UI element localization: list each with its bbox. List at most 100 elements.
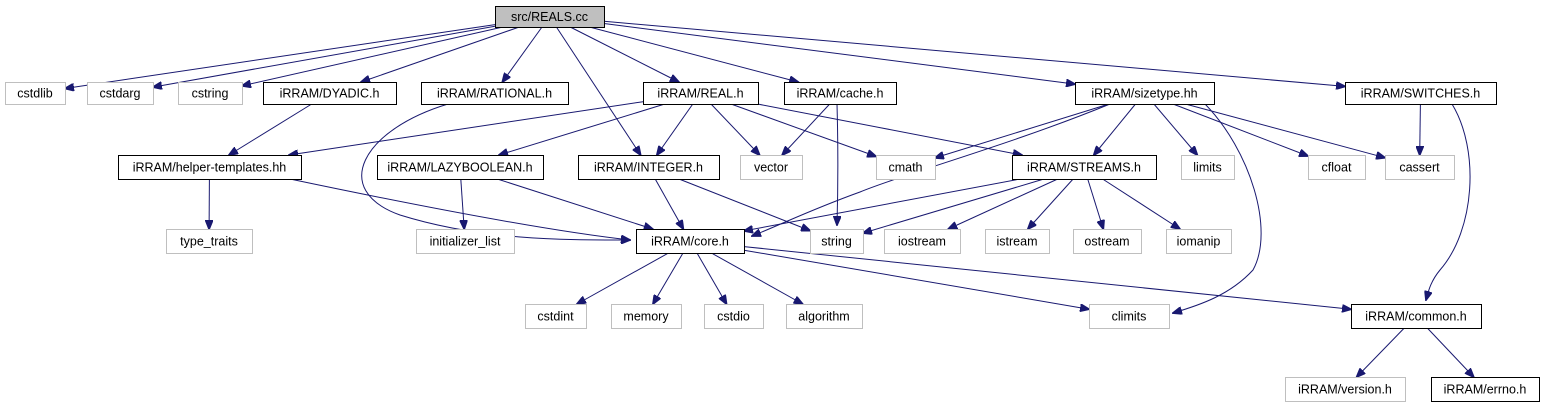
node-initlist: initializer_list [416,229,515,254]
edge-reals-to-rational [502,26,543,82]
node-label-switches: iRRAM/SWITCHES.h [1361,87,1481,101]
node-cassert: cassert [1385,155,1455,180]
node-label-algorithm: algorithm [798,310,849,324]
edge-real-to-integer [657,103,694,155]
edge-sizetype-to-climits [1173,103,1262,313]
edge-sizetype-to-cmath [935,103,1110,158]
node-real[interactable]: iRRAM/REAL.h [643,82,759,105]
edge-reals-to-cstdarg [153,25,496,87]
node-box-cstdint [525,304,587,329]
node-label-common: iRRAM/common.h [1365,310,1466,324]
edge-core-to-cstdio [696,252,727,304]
node-label-rational: iRRAM/RATIONAL.h [437,87,552,101]
node-label-limits: limits [1193,161,1221,175]
node-errno[interactable]: iRRAM/errno.h [1431,377,1540,402]
node-label-cstring: cstring [192,87,229,101]
node-common[interactable]: iRRAM/common.h [1351,304,1482,329]
edge-common-to-version [1357,327,1405,377]
node-vector: vector [740,155,803,180]
edge-streams-to-iostream [948,178,1058,229]
edge-real-to-helper [289,101,644,155]
edge-reals-to-cache [589,26,798,82]
node-label-iomanip: iomanip [1177,235,1221,249]
node-label-vector: vector [754,161,788,175]
node-typetraits: type_traits [166,229,253,254]
edge-integer-to-string [678,178,810,231]
node-lazybool[interactable]: iRRAM/LAZYBOOLEAN.h [377,155,544,180]
edge-sizetype-to-streams [1094,103,1136,155]
node-label-cfloat: cfloat [1322,161,1352,175]
node-label-reals: src/REALS.cc [511,10,588,24]
node-box-reals [495,6,605,28]
node-cstdlib: cstdlib [5,82,66,105]
node-istream: istream [985,229,1050,254]
node-box-cstring [178,82,243,105]
node-box-real [643,82,759,105]
edge-real-to-streams [757,103,1022,155]
node-cache[interactable]: iRRAM/cache.h [784,82,897,105]
node-box-cstdarg [87,82,154,105]
edge-reals-to-real [569,26,679,82]
node-label-cstdint: cstdint [537,310,574,324]
node-box-limits [1181,155,1235,180]
edge-streams-to-iomanip [1102,178,1180,229]
node-box-streams [1012,155,1157,180]
node-cstring: cstring [178,82,243,105]
node-box-switches [1345,82,1497,105]
edge-core-to-cstdint [577,252,669,304]
node-label-typetraits: type_traits [180,235,238,249]
node-memory: memory [611,304,682,329]
node-box-cmath [876,155,936,180]
node-label-real: iRRAM/REAL.h [657,87,743,101]
edge-reals-to-cstdlib [65,24,496,89]
node-box-version [1285,377,1406,402]
node-box-initlist [416,229,515,254]
node-sizetype[interactable]: iRRAM/sizetype.hh [1075,82,1215,105]
node-helper[interactable]: iRRAM/helper-templates.hh [118,155,302,180]
edge-reals-to-integer [555,26,640,155]
node-box-cassert [1385,155,1455,180]
edge-sizetype-to-cfloat [1172,103,1308,156]
edge-streams-to-istream [1028,178,1074,229]
node-label-dyadic: iRRAM/DYADIC.h [280,87,380,101]
node-box-integer [578,155,720,180]
edge-rational-to-core [361,103,630,240]
node-label-streams: iRRAM/STREAMS.h [1027,161,1141,175]
node-limits: limits [1181,155,1235,180]
node-box-cstdio [704,304,764,329]
edge-switches-to-common [1426,103,1471,300]
node-box-istream [985,229,1050,254]
node-box-common [1351,304,1482,329]
node-box-ostream [1073,229,1142,254]
edge-sizetype-to-cassert [1185,103,1385,158]
node-box-lazybool [377,155,544,180]
node-reals[interactable]: src/REALS.cc [495,6,605,28]
edge-reals-to-dyadic [361,26,520,82]
node-core[interactable]: iRRAM/core.h [636,229,745,254]
edge-real-to-lazybool [499,103,665,155]
edge-lazybool-to-core [497,178,652,229]
edge-common-to-errno [1426,327,1473,377]
node-string: string [810,229,864,254]
node-streams[interactable]: iRRAM/STREAMS.h [1012,155,1157,180]
node-rational[interactable]: iRRAM/RATIONAL.h [421,82,569,105]
node-box-memory [611,304,682,329]
edge-core-to-algorithm [711,252,802,304]
node-switches[interactable]: iRRAM/SWITCHES.h [1345,82,1497,105]
node-climits: climits [1089,304,1170,329]
node-cstdio: cstdio [704,304,764,329]
node-label-memory: memory [623,310,669,324]
edge-streams-to-ostream [1087,178,1104,229]
node-integer[interactable]: iRRAM/INTEGER.h [578,155,720,180]
edge-helper-to-core [289,178,630,240]
node-iostream: iostream [884,229,961,254]
edge-dyadic-to-helper [229,103,312,155]
node-label-cstdlib: cstdlib [17,87,52,101]
edge-streams-to-core [744,178,1021,231]
edge-lazybool-to-initlist [461,178,464,229]
node-box-cfloat [1308,155,1366,180]
node-box-cstdlib [5,82,66,105]
node-dyadic[interactable]: iRRAM/DYADIC.h [263,82,397,105]
node-ostream: ostream [1073,229,1142,254]
